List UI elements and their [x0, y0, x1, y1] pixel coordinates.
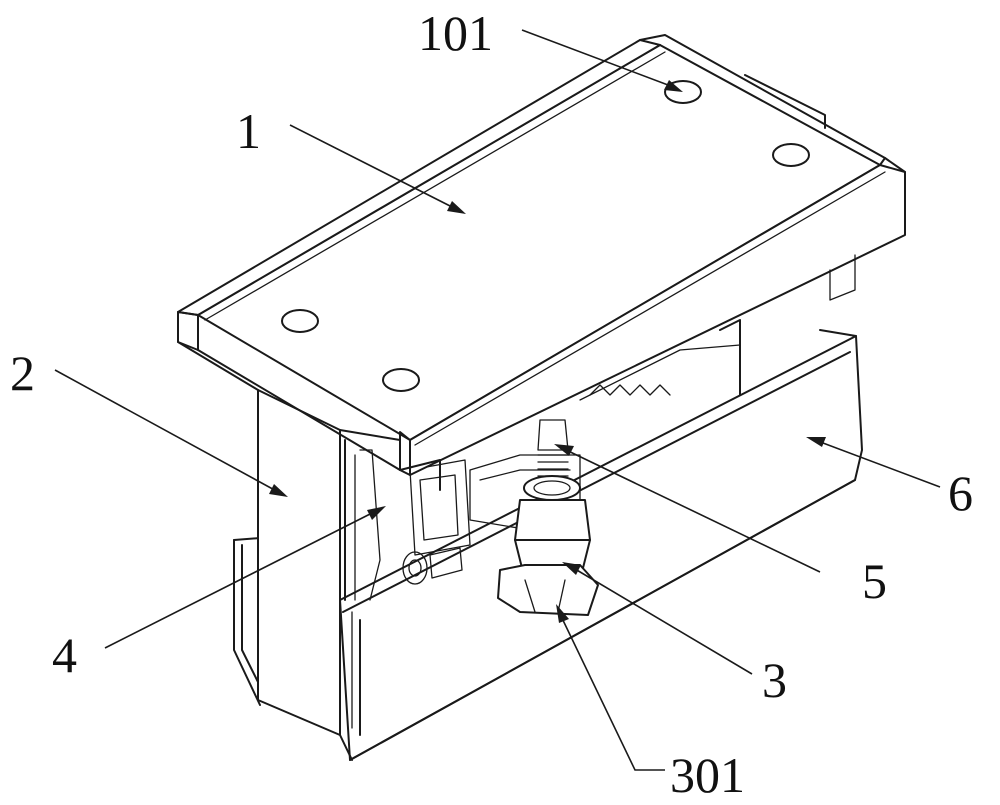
label-301: 301 [670, 747, 745, 803]
label-4: 4 [52, 627, 77, 683]
leader-lines [54, 29, 941, 771]
label-2: 2 [10, 345, 35, 401]
label-3: 3 [762, 652, 787, 708]
label-101: 101 [418, 5, 493, 61]
mounting-hole [772, 143, 810, 167]
inner-mechanism [354, 344, 741, 616]
label-5: 5 [862, 553, 887, 609]
label-6: 6 [948, 465, 973, 521]
top-plate [177, 34, 906, 491]
mounting-hole [281, 309, 319, 333]
mounting-hole [382, 368, 420, 392]
left-tray [233, 537, 263, 706]
label-1: 1 [236, 103, 261, 159]
